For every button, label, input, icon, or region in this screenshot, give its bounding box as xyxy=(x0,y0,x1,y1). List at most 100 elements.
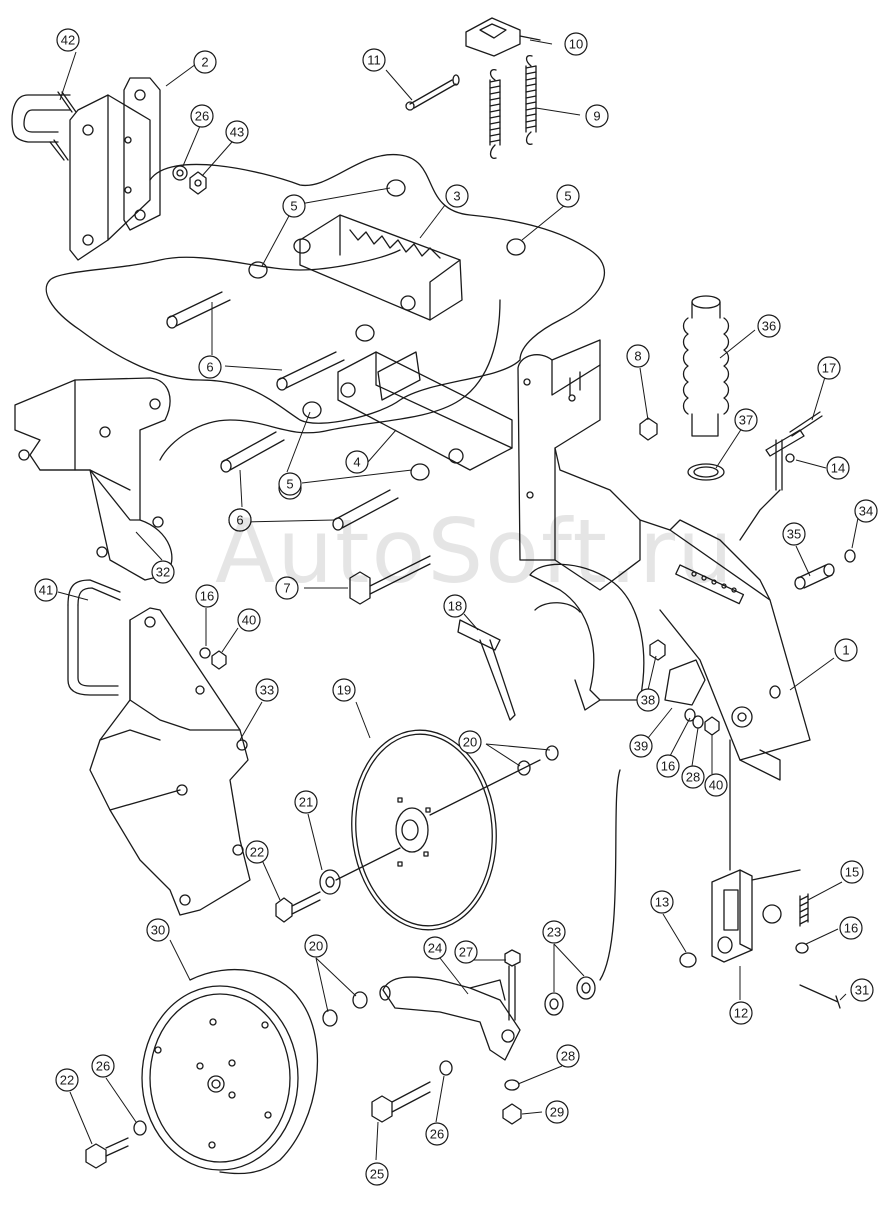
part-23-bearing xyxy=(576,976,596,1000)
callout-16: 16 xyxy=(195,584,219,608)
callout-label: 21 xyxy=(299,795,313,810)
callout-circle xyxy=(365,1162,389,1186)
callout-circle xyxy=(443,594,467,618)
callout-circle xyxy=(362,48,386,72)
callout-circle xyxy=(636,688,660,712)
part-37-clamp xyxy=(687,463,725,481)
callout-label: 2 xyxy=(201,55,208,70)
callout-circle xyxy=(681,765,705,789)
callout-circle xyxy=(542,920,566,944)
callout-33: 33 xyxy=(255,678,279,702)
callout-label: 28 xyxy=(686,770,700,785)
callout-circle xyxy=(757,314,781,338)
callout-circle xyxy=(34,578,58,602)
callout-label: 25 xyxy=(370,1167,384,1182)
callout-31: 31 xyxy=(850,978,874,1002)
callout-35: 35 xyxy=(782,522,806,546)
callout-5: 5 xyxy=(278,472,302,496)
link-line-12 xyxy=(729,739,801,881)
callout-label: 43 xyxy=(230,125,244,140)
callout-1: 1 xyxy=(834,638,858,662)
callout-label: 14 xyxy=(831,461,845,476)
part-32-bracket xyxy=(14,377,173,581)
callout-circle xyxy=(294,790,318,814)
part-10-clip xyxy=(465,17,541,57)
callout-28: 28 xyxy=(681,765,705,789)
callout-label: 42 xyxy=(61,33,75,48)
callout-circle xyxy=(854,499,878,523)
part-14-leader-down xyxy=(739,489,781,541)
callout-18: 18 xyxy=(443,594,467,618)
link-line-bearing xyxy=(599,769,621,981)
callout-circle xyxy=(782,522,806,546)
part-40-nut xyxy=(211,650,227,670)
callout-label: 15 xyxy=(845,865,859,880)
callout-14: 14 xyxy=(826,456,850,480)
callout-label: 10 xyxy=(569,37,583,52)
callout-circle xyxy=(237,608,261,632)
callout-label: 40 xyxy=(709,778,723,793)
part-20-washer xyxy=(545,745,559,761)
callout-16: 16 xyxy=(839,916,863,940)
callout-23: 23 xyxy=(542,920,566,944)
part-34-clip xyxy=(844,549,856,563)
callout-label: 28 xyxy=(561,1049,575,1064)
part-5-bushing xyxy=(506,238,526,256)
callout-41: 41 xyxy=(34,578,58,602)
callout-circle xyxy=(198,355,222,379)
callout-label: 1 xyxy=(842,643,849,658)
callout-label: 8 xyxy=(634,349,641,364)
callouts: 4222643111095355668361743751463235347411… xyxy=(34,28,878,1186)
callout-label: 34 xyxy=(859,504,873,519)
callout-label: 16 xyxy=(844,921,858,936)
part-5-bushing xyxy=(386,179,406,197)
callout-circle xyxy=(445,184,469,208)
callout-9: 9 xyxy=(585,104,609,128)
callout-43: 43 xyxy=(225,120,249,144)
part-35-spacer xyxy=(794,563,835,590)
callout-label: 38 xyxy=(641,693,655,708)
callout-37: 37 xyxy=(734,408,758,432)
callout-circle xyxy=(345,450,369,474)
callout-19: 19 xyxy=(332,678,356,702)
callout-circle xyxy=(650,890,674,914)
callout-label: 20 xyxy=(309,939,323,954)
part-27-bolt xyxy=(504,949,521,1021)
disc-axis-line xyxy=(335,759,541,881)
callout-circle xyxy=(626,344,650,368)
part-2-bracket xyxy=(69,77,161,261)
callout-circle xyxy=(190,104,214,128)
callout-label: 35 xyxy=(787,527,801,542)
callout-label: 22 xyxy=(250,845,264,860)
callout-2: 2 xyxy=(193,50,217,74)
callout-circle xyxy=(278,472,302,496)
callout-5: 5 xyxy=(282,194,306,218)
callout-label: 6 xyxy=(236,513,243,528)
callout-27: 27 xyxy=(454,940,478,964)
callout-20: 20 xyxy=(304,934,328,958)
callout-circle xyxy=(423,936,447,960)
part-22-bolt-lower xyxy=(85,1137,129,1169)
callout-circle xyxy=(195,584,219,608)
callout-42: 42 xyxy=(56,28,80,52)
callout-12: 12 xyxy=(729,1001,753,1025)
callout-24: 24 xyxy=(423,936,447,960)
disc-shield xyxy=(529,563,645,711)
part-19-disc xyxy=(351,729,497,931)
callout-circle xyxy=(425,1122,449,1146)
callout-circle xyxy=(656,754,680,778)
callout-label: 18 xyxy=(448,599,462,614)
callout-circle xyxy=(454,940,478,964)
callout-circle xyxy=(850,978,874,1002)
part-4-arm xyxy=(337,351,513,471)
callout-label: 7 xyxy=(283,581,290,596)
callout-30: 30 xyxy=(146,918,170,942)
part-31-pin xyxy=(799,984,841,1009)
part-7-bolt xyxy=(349,555,431,605)
callout-3: 3 xyxy=(445,184,469,208)
callout-circle xyxy=(826,456,850,480)
callout-label: 37 xyxy=(739,413,753,428)
callout-circle xyxy=(304,934,328,958)
callout-circle xyxy=(629,734,653,758)
callout-circle xyxy=(255,678,279,702)
